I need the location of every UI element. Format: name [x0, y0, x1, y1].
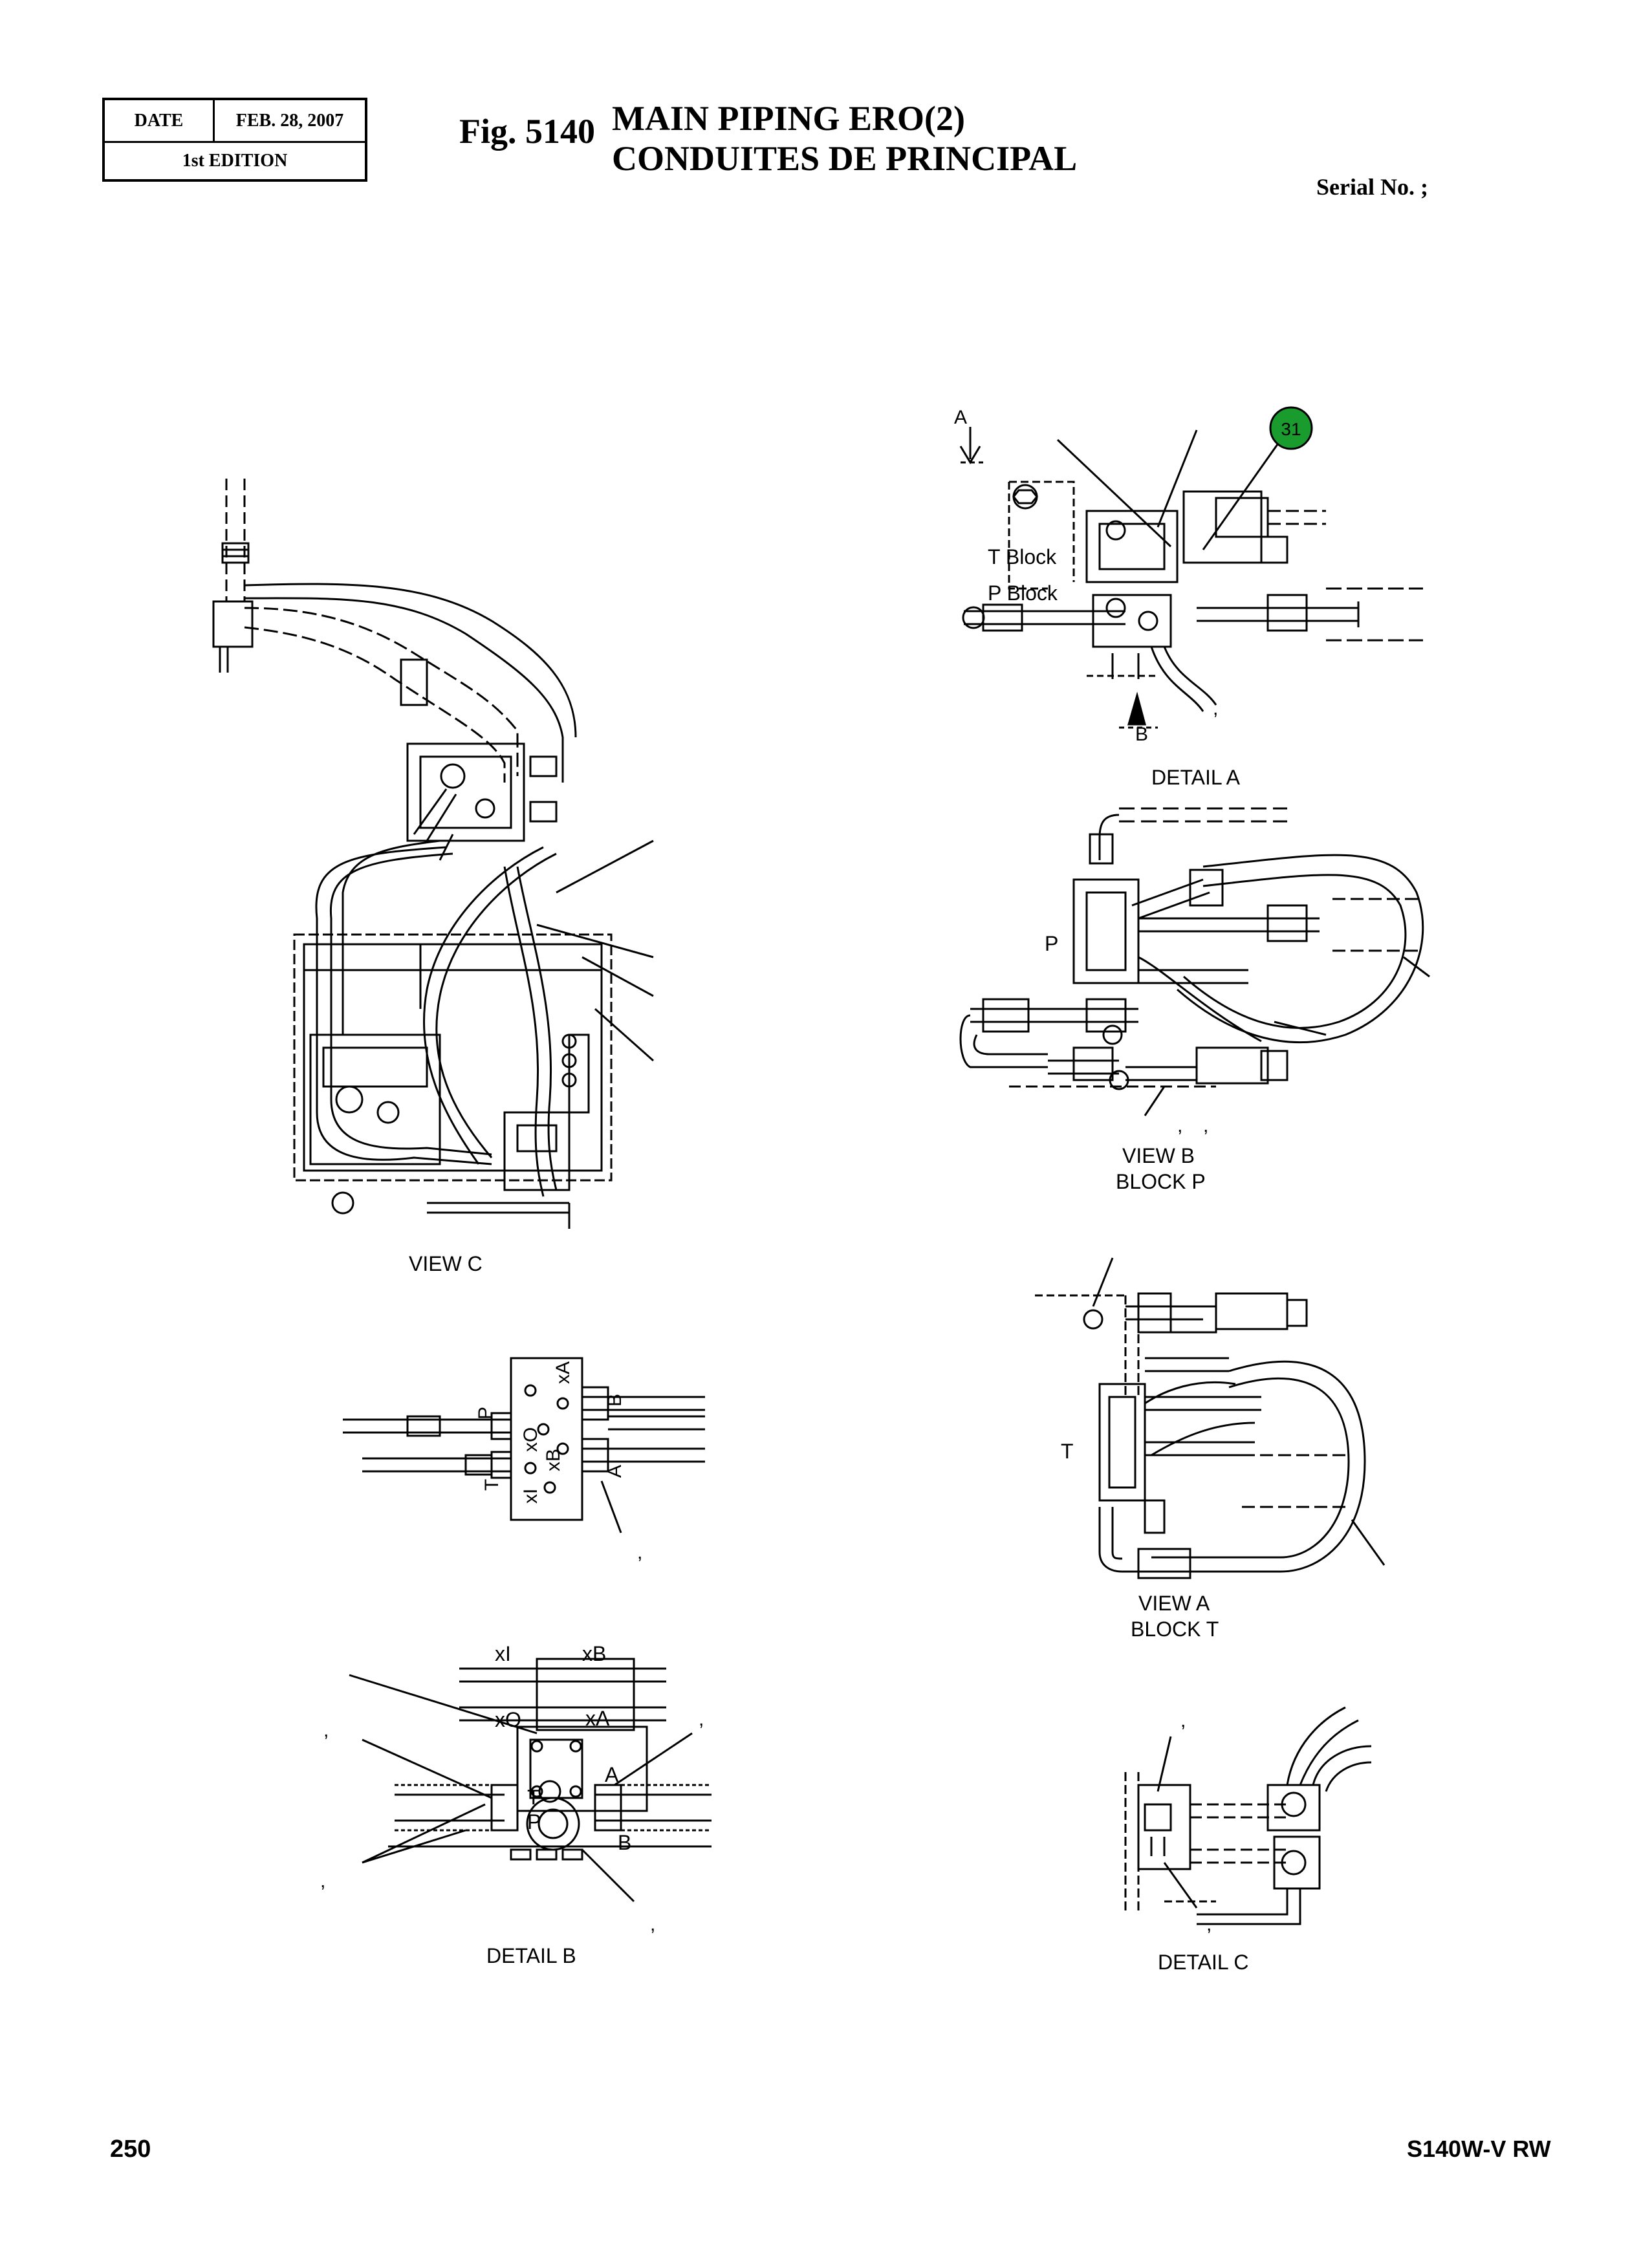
view-b-comma-2: ,: [1203, 1115, 1208, 1136]
port-view-t: T: [481, 1479, 503, 1491]
port-view-xo: xO: [520, 1427, 541, 1452]
date-value: FEB. 28, 2007: [235, 110, 344, 131]
detail-b-comma-2: ,: [320, 1870, 325, 1892]
port-view-comma: ,: [637, 1542, 642, 1563]
port-view-xb: xB: [543, 1449, 564, 1471]
detail-a-label: DETAIL A: [1151, 766, 1241, 789]
figure-title-fr: CONDUITES DE PRINCIPAL: [612, 139, 1078, 178]
callout-31-number: 31: [1281, 419, 1301, 439]
port-view-b: B: [604, 1394, 625, 1407]
port-view-a: A: [604, 1465, 625, 1478]
view-b-label: VIEW B: [1122, 1144, 1195, 1167]
serial-number: Serial No. ;: [1316, 174, 1428, 200]
view-a-drawing: T: [1035, 1257, 1386, 1579]
detail-b-comma-3: ,: [699, 1709, 704, 1730]
view-a-label: VIEW A: [1138, 1592, 1210, 1615]
detail-c-label: DETAIL C: [1158, 1951, 1248, 1974]
date-label: DATE: [105, 100, 215, 141]
detail-c-drawing: , ,: [1124, 1706, 1372, 1935]
detail-b-comma-1: ,: [323, 1720, 329, 1741]
section-b-marker: B: [1135, 724, 1148, 745]
machine-model: S140W-V RW: [1407, 2136, 1551, 2162]
detail-b-xb: xB: [582, 1642, 606, 1665]
detail-b-drawing: , , , , xI xB xO xA A T P B: [320, 1642, 712, 1935]
view-b-port-p: P: [1045, 932, 1058, 955]
detail-b-xi: xI: [495, 1642, 511, 1665]
page-number: 250: [110, 2136, 151, 2163]
block-p-label: BLOCK P: [1116, 1170, 1206, 1193]
detail-b-comma-4: ,: [650, 1914, 655, 1935]
detail-b-xo: xO: [495, 1708, 521, 1731]
detail-c-comma-2: ,: [1206, 1914, 1212, 1935]
view-b-drawing: P ,: [959, 807, 1430, 1136]
block-t-label: BLOCK T: [1131, 1617, 1219, 1641]
callout-31-badge: [1269, 406, 1313, 450]
section-a-marker: A: [954, 407, 967, 428]
port-view-xa: xA: [552, 1361, 574, 1384]
edition-label: 1st EDITION: [182, 151, 288, 171]
detail-b-t: T: [527, 1786, 540, 1809]
figure-number: Fig. 5140: [459, 112, 595, 151]
p-block-label: P Block: [988, 581, 1058, 605]
t-block-label: T Block: [988, 545, 1057, 568]
detail-a-drawing: A: [954, 406, 1423, 745]
view-a-port-t: T: [1061, 1440, 1074, 1463]
view-b-comma-1: ,: [1177, 1115, 1182, 1136]
figure-title-en: MAIN PIPING ERO(2): [612, 99, 965, 138]
port-view-xi: xI: [520, 1489, 541, 1504]
view-c-label: VIEW C: [409, 1252, 483, 1275]
port-view-p: P: [475, 1407, 496, 1420]
detail-a-comma: ,: [1213, 698, 1218, 719]
detail-c-comma-1: ,: [1180, 1710, 1186, 1731]
detail-b-a: A: [605, 1763, 619, 1786]
detail-b-b: B: [618, 1831, 631, 1854]
view-c-drawing: [212, 479, 654, 1229]
detail-b-p: P: [527, 1810, 541, 1834]
edition-box: DATE FEB. 28, 2007 1st EDITION: [102, 98, 367, 182]
detail-b-label: DETAIL B: [486, 1944, 576, 1967]
edition-date-row: DATE FEB. 28, 2007: [105, 100, 365, 143]
detail-b-xa: xA: [585, 1707, 610, 1730]
port-block-side-view: , P T xA B A xO xB xI: [343, 1357, 705, 1563]
